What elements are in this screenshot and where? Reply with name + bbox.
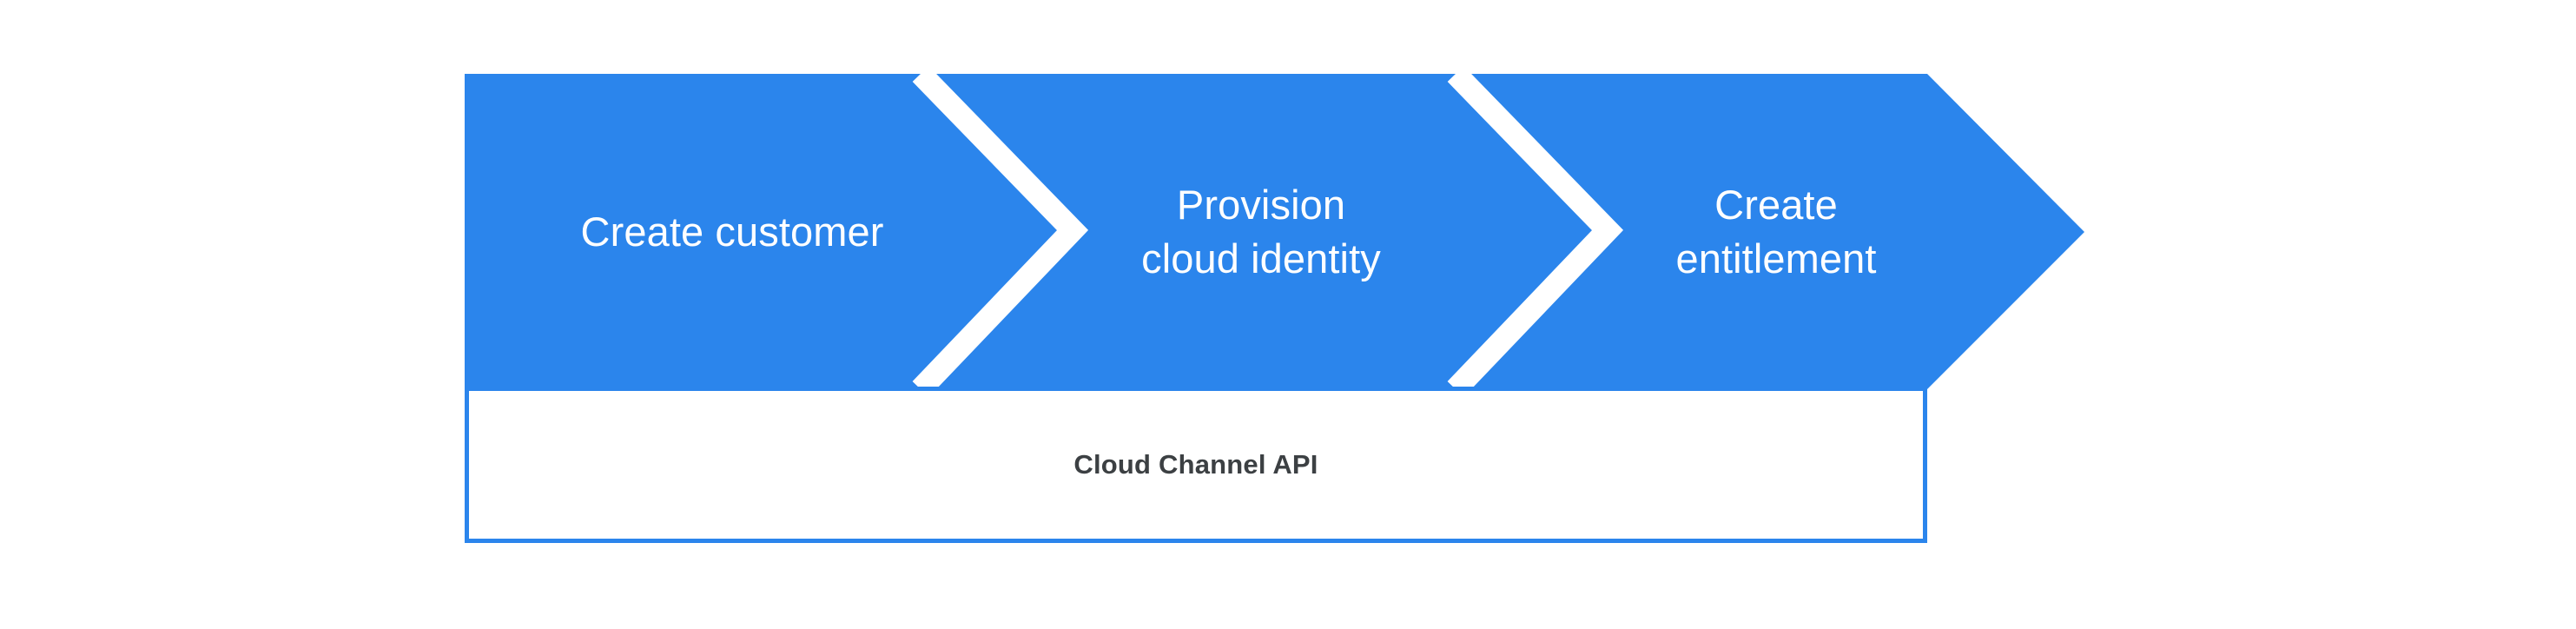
cloud-channel-api-box: Cloud Channel API xyxy=(465,387,1927,543)
chevron-banner-shape xyxy=(465,74,2084,389)
chevron-separator-2 xyxy=(1447,65,1624,397)
chevron-separator-1 xyxy=(912,65,1089,397)
cloud-channel-api-label: Cloud Channel API xyxy=(1073,449,1318,480)
